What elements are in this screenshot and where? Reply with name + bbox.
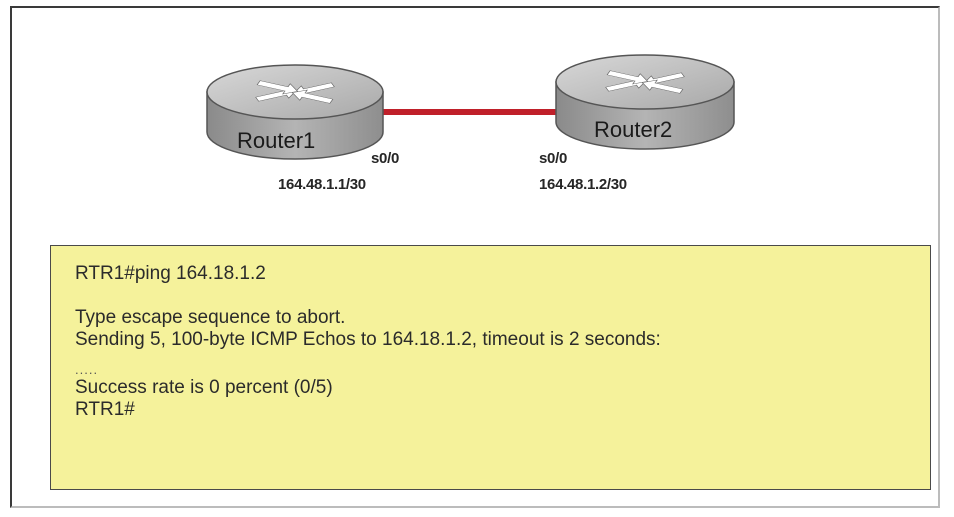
router2-icon — [555, 54, 735, 150]
console-line-escape: Type escape sequence to abort. — [75, 307, 346, 328]
console-line-dots: ..... — [75, 362, 99, 377]
console-line-sending: Sending 5, 100-byte ICMP Echos to 164.18… — [75, 329, 661, 350]
console-line-success: Success rate is 0 percent (0/5) — [75, 377, 333, 398]
console-spacer — [75, 351, 930, 363]
console-line-prompt: RTR1# — [75, 399, 135, 420]
router1-ip-label: 164.48.1.1/30 — [278, 176, 366, 193]
network-diagram — [182, 30, 735, 170]
router1-interface-label: s0/0 — [371, 150, 399, 167]
console-blank-line — [75, 285, 930, 307]
router2-interface-label: s0/0 — [539, 150, 567, 167]
router2-ip-label: 164.48.1.2/30 — [539, 176, 627, 193]
router2-label: Router2 — [594, 117, 673, 142]
console-line-command: RTR1#ping 164.18.1.2 — [75, 263, 266, 284]
console-output: RTR1#ping 164.18.1.2 Type escape sequenc… — [50, 245, 931, 490]
router1-label: Router1 — [237, 128, 316, 153]
router1-icon — [206, 64, 384, 160]
